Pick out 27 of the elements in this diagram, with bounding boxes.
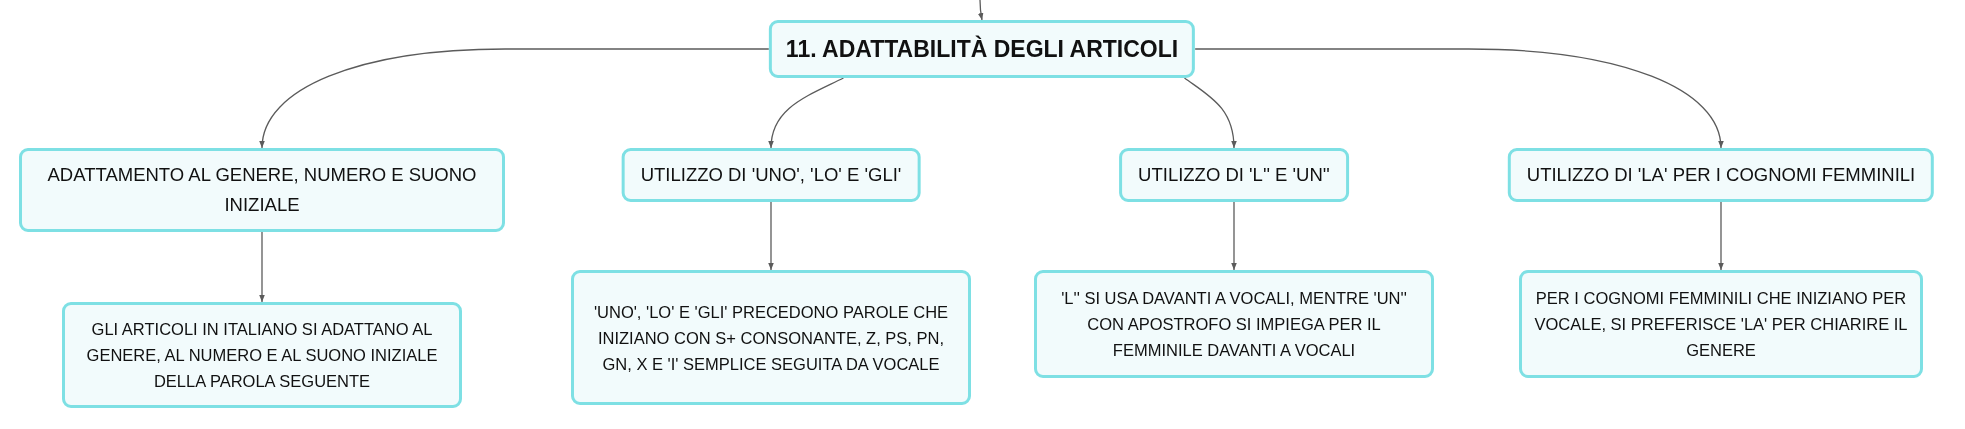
topic-box xyxy=(1507,148,1935,202)
node-label: UTILIZZO DI 'LA' PER I COGNOMI FEMMINILI xyxy=(1526,163,1916,187)
node-label: 11. ADATTABILITÀ DEGLI ARTICOLI xyxy=(785,34,1179,64)
node-label: UTILIZZO DI 'L'' E 'UN'' xyxy=(1138,163,1330,187)
connector-arrow xyxy=(1718,201,1724,271)
connector-arrow xyxy=(977,0,984,21)
central-topic-box xyxy=(768,20,1196,78)
node-label: ADATTAMENTO AL GENERE, NUMERO E SUONO INIZIALE xyxy=(46,163,478,217)
node-label: 'L'' SI USA DAVANTI A VOCALI, MENTRE 'UN'' CON APOSTROFO SI IMPIEGA PER IL FEMMINILE DAVANTI A VOCALI xyxy=(1060,288,1408,361)
detail-box xyxy=(1519,270,1923,378)
topic-box xyxy=(1119,148,1349,202)
node-label: PER I COGNOMI FEMMINILI CHE INIZIANO PER VOCALE, SI PREFERISCE 'LA' PER CHIARIRE IL GENERE xyxy=(1533,288,1909,361)
node-label: 'UNO', 'LO' E 'GLI' PRECEDONO PAROLE CHE INIZIANO CON S+ CONSONANTE, Z, PS, PN, GN, X E 'I' SEMPLICE SEGUITA DA VOCALE xyxy=(592,301,950,375)
connector-arrow xyxy=(260,48,770,149)
detail-box xyxy=(1034,270,1434,378)
connector-arrow xyxy=(768,77,845,149)
connector-arrow xyxy=(1183,77,1237,149)
detail-box xyxy=(62,302,462,408)
node-label: GLI ARTICOLI IN ITALIANO SI ADATTANO AL GENERE, AL NUMERO E AL SUONO INIZIALE DELLA PAROLA SEGUENTE xyxy=(85,319,439,392)
detail-box xyxy=(571,270,971,405)
connector-arrow xyxy=(768,201,774,271)
topic-box xyxy=(621,148,921,202)
connector-arrow xyxy=(1194,48,1723,149)
topic-box xyxy=(19,148,505,232)
node-label: UTILIZZO DI 'UNO', 'LO' E 'GLI' xyxy=(640,163,902,187)
connector-arrow xyxy=(259,231,265,303)
connector-arrow xyxy=(1231,201,1237,271)
